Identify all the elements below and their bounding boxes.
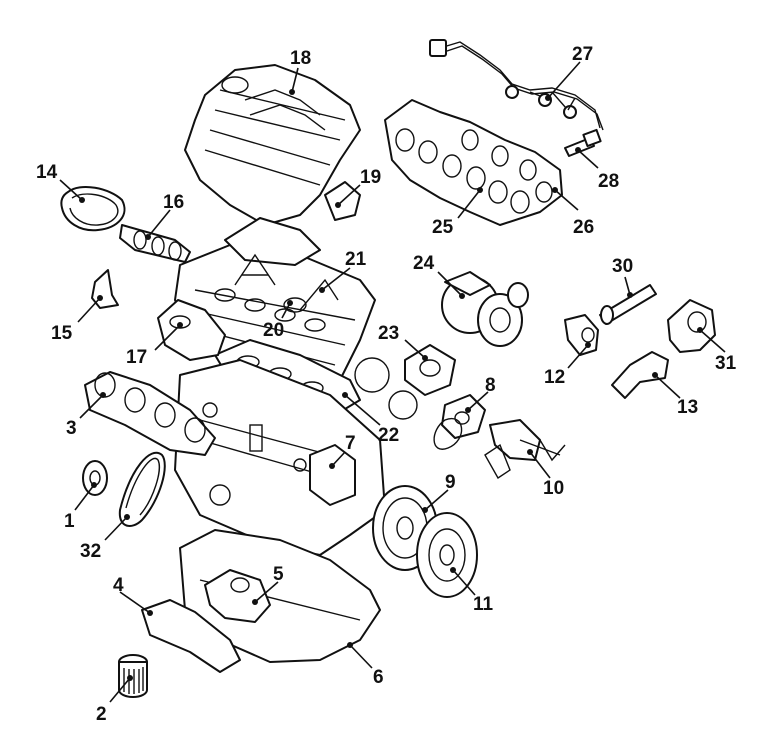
part-arm <box>611 351 669 399</box>
part-wiring-harness <box>429 39 604 131</box>
callout-6: 6 <box>373 667 384 688</box>
watermark-outline <box>234 253 566 480</box>
callout-5: 5 <box>273 564 284 585</box>
part-engine-block <box>174 359 386 556</box>
callout-16: 16 <box>163 192 184 213</box>
callout-labels: 1 2 3 4 5 6 7 8 9 10 11 12 13 14 15 16 1… <box>36 44 737 725</box>
part-pan-bracket <box>141 599 241 673</box>
callout-11: 11 <box>473 594 494 615</box>
callout-14: 14 <box>36 162 58 183</box>
callout-27: 27 <box>572 44 593 65</box>
part-timing-belt <box>118 452 166 527</box>
part-gasket-seal <box>60 185 126 232</box>
part-exhaust-flange <box>441 394 486 439</box>
part-rod <box>599 284 657 325</box>
part-oil-filter <box>118 654 148 698</box>
part-turbo-pipe <box>404 344 456 396</box>
callout-7: 7 <box>345 433 356 454</box>
leader-lines <box>59 61 726 703</box>
part-valve <box>564 314 599 356</box>
part-intake-manifold <box>184 64 361 226</box>
part-turbocharger <box>441 271 529 347</box>
callout-18: 18 <box>290 48 311 69</box>
callout-23: 23 <box>378 323 399 344</box>
callout-25: 25 <box>432 217 454 238</box>
callout-19: 19 <box>360 167 381 188</box>
part-engine-mount-bracket <box>309 444 356 506</box>
callout-31: 31 <box>715 353 737 374</box>
callout-12: 12 <box>544 367 565 388</box>
callout-30: 30 <box>612 256 633 277</box>
callout-15: 15 <box>51 323 73 344</box>
part-sensor <box>564 128 602 157</box>
callout-28: 28 <box>598 171 619 192</box>
callout-2: 2 <box>96 704 107 725</box>
part-oil-pipe <box>489 419 561 461</box>
callout-4: 4 <box>113 575 124 596</box>
part-crankshaft <box>84 371 216 456</box>
callout-22: 22 <box>378 425 399 446</box>
callout-10: 10 <box>543 478 564 499</box>
callout-20: 20 <box>263 320 284 341</box>
part-manifold-gasket <box>384 99 563 226</box>
part-oil-pump <box>204 569 271 623</box>
callout-21: 21 <box>345 249 367 270</box>
callout-32: 32 <box>80 541 101 562</box>
part-timing-pulley <box>82 460 108 496</box>
callout-1: 1 <box>64 511 75 532</box>
part-camshaft <box>119 224 191 263</box>
part-clutch-disc <box>416 512 478 598</box>
part-fuel-pump <box>157 299 226 361</box>
callout-9: 9 <box>445 472 456 493</box>
callout-24: 24 <box>413 253 435 274</box>
part-mount-bracket-right <box>667 299 716 353</box>
callout-13: 13 <box>677 397 698 418</box>
callout-17: 17 <box>126 347 147 368</box>
callout-26: 26 <box>573 217 594 238</box>
callout-3: 3 <box>66 418 77 439</box>
callout-8: 8 <box>485 375 496 396</box>
